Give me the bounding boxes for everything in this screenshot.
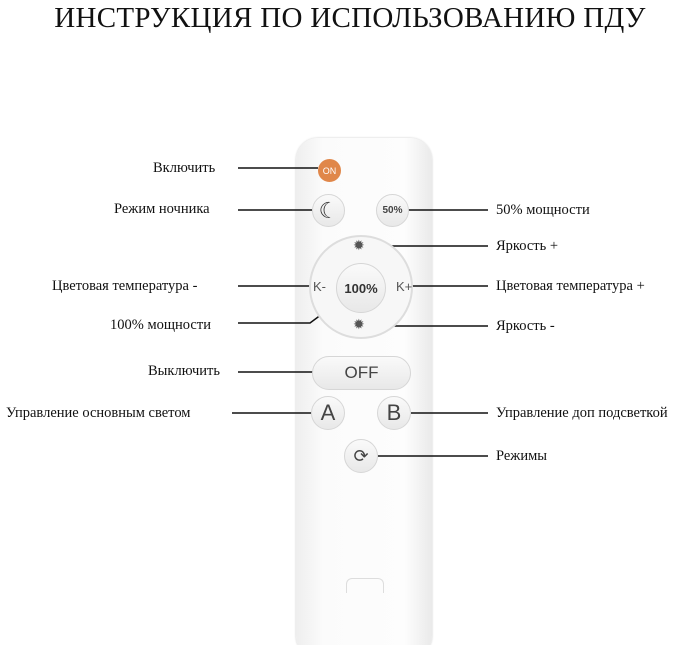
label-temp-up: Цветовая температура +: [496, 278, 645, 294]
modes-button[interactable]: ⟳: [344, 439, 378, 473]
label-main-light: Управление основным светом: [6, 405, 191, 421]
moon-icon: ☾: [318, 197, 339, 223]
label-brightness-down: Яркость -: [496, 318, 555, 334]
label-off: Выключить: [148, 363, 220, 379]
label-power-50: 50% мощности: [496, 202, 590, 218]
label-on: Включить: [153, 160, 216, 176]
off-button[interactable]: OFF: [312, 356, 411, 390]
sun-minus-icon: ✹: [353, 318, 365, 333]
on-button[interactable]: ON: [318, 159, 341, 182]
label-modes: Режимы: [496, 448, 548, 464]
power-50-button[interactable]: 50%: [376, 194, 409, 227]
power-100-button[interactable]: 100%: [336, 263, 386, 313]
brightness-up-button[interactable]: ✹: [353, 238, 365, 255]
sun-plus-icon: ✹: [353, 239, 365, 254]
temp-down-button[interactable]: K-: [313, 279, 326, 294]
night-mode-button[interactable]: ☾: [312, 194, 345, 227]
brightness-down-button[interactable]: ✹: [353, 317, 365, 334]
b-button[interactable]: B: [377, 396, 411, 430]
a-button[interactable]: A: [311, 396, 345, 430]
label-extra-light: Управление доп подсветкой: [496, 405, 668, 421]
label-power-100: 100% мощности: [110, 317, 211, 333]
label-night: Режим ночника: [114, 201, 210, 217]
temp-up-button[interactable]: K+: [396, 279, 413, 294]
remote-battery-notch: [346, 578, 384, 593]
label-brightness-up: Яркость +: [496, 238, 559, 254]
label-temp-down: Цветовая температура -: [52, 278, 198, 294]
page-title: ИНСТРУКЦИЯ ПО ИСПОЛЬЗОВАНИЮ ПДУ: [54, 2, 646, 34]
cycle-icon: ⟳: [353, 445, 369, 466]
